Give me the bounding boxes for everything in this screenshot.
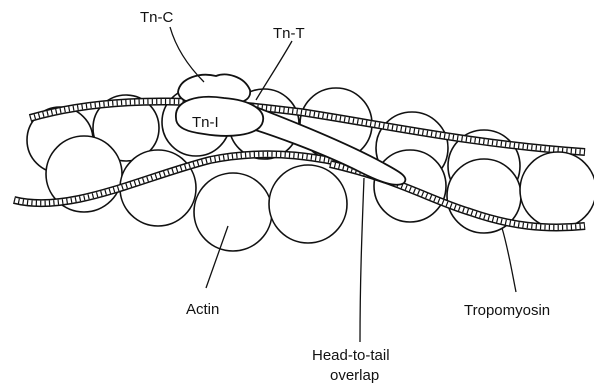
overlap-leader-line xyxy=(360,178,364,342)
actin-label: Actin xyxy=(186,301,219,318)
tnc-leader-line xyxy=(170,27,204,82)
actin-monomer xyxy=(269,165,347,243)
tn-i-label: Tn-I xyxy=(192,114,219,131)
tropomyosin-leader-line xyxy=(502,228,516,292)
tropomyosin-label: Tropomyosin xyxy=(464,302,550,319)
tn-t-label: Tn-T xyxy=(273,25,305,42)
overlap-label-line1: Head-to-tail xyxy=(312,347,390,364)
actin-monomer xyxy=(194,173,272,251)
tn-c-label: Tn-C xyxy=(140,9,174,26)
overlap-label-line2: overlap xyxy=(330,367,379,384)
actin-monomer xyxy=(520,152,594,228)
